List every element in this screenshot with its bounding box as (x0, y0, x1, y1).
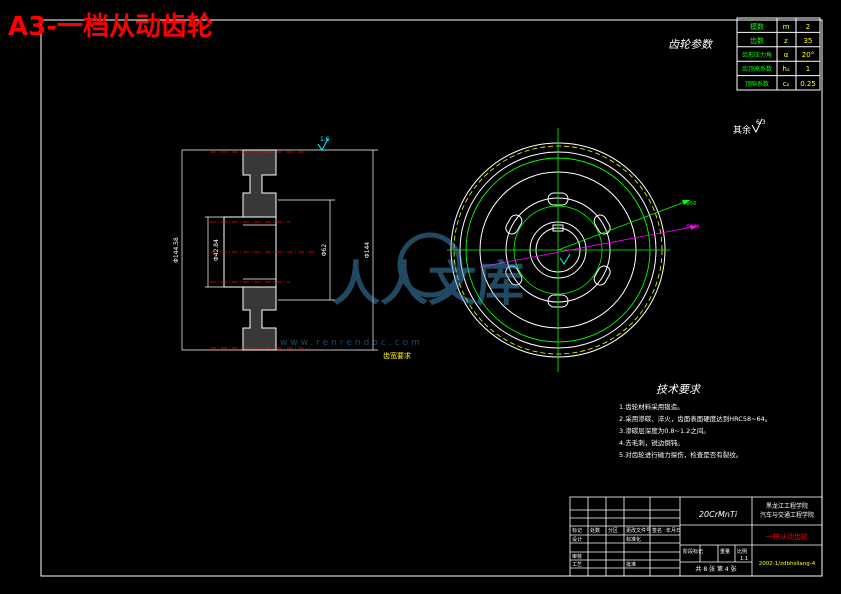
label-check: 审核 (572, 553, 582, 560)
label-process: 工艺 (572, 562, 582, 568)
tech-item: 1.齿轮材料采用锻造。 (619, 402, 684, 411)
param-val: 35 (804, 37, 813, 45)
param-name: 模数 (750, 22, 764, 31)
section-label: 齿宽要求 (383, 351, 411, 360)
param-val: 2 (806, 23, 810, 31)
drawing-frame (40, 19, 823, 577)
tech-item: 5.对齿轮进行磁力探伤，检查是否有裂纹。 (619, 450, 742, 459)
param-sym: hₐ (782, 65, 789, 73)
tech-title: 技术要求 (656, 383, 702, 396)
param-sym: cₐ (783, 80, 790, 88)
label-stage: 阶段标记 (683, 548, 703, 555)
row-label-sign: 签名 (652, 527, 662, 534)
dim-left-outer: Φ144.58 (173, 237, 180, 263)
dim-outer: Φ144 (364, 242, 371, 258)
param-name: 顶隙系数 (745, 80, 769, 88)
watermark-logo: 人人文库 www.renrendoc.com (280, 232, 524, 348)
param-table: 模数 m 2 齿数 z 35 齿形压力角 α 20° 齿顶高系数 hₐ 1 顶隙… (736, 17, 821, 91)
row-label-zone: 分区 (608, 527, 618, 534)
drawing-no: 2002-1/zdbhsliang-4 (759, 561, 816, 567)
scale-value: 1:1 (740, 556, 748, 562)
param-sym: z (784, 37, 788, 45)
param-name: 齿数 (750, 36, 764, 45)
school-line2: 汽车与交通工程学院 (760, 511, 814, 519)
label-design: 设计 (572, 536, 582, 543)
section-view (181, 149, 378, 351)
param-sym: m (783, 23, 790, 31)
surface-note: 其余 (733, 124, 751, 136)
material: 20CrMnTi (699, 510, 738, 519)
watermark-url: www.renrendoc.com (280, 338, 423, 348)
sheet-info: 共 8 张 第 4 张 (695, 565, 736, 573)
dim-hub: Φ62 (321, 244, 328, 257)
label-scale: 比例 (737, 548, 747, 555)
param-name: 齿形压力角 (742, 51, 772, 59)
tech-item: 4.去毛刺，锐边倒钝。 (619, 438, 684, 447)
params-title: 齿轮参数 (668, 38, 714, 51)
page-title: A3-一档从动齿轮 (8, 12, 214, 42)
tech-item: 3.渗碳层深度为0.8~1.2之间。 (619, 426, 710, 435)
roughness-value: 1.6 (320, 136, 330, 143)
school-line1: 黑龙江工程学院 (766, 502, 808, 510)
param-val: 20° (802, 51, 814, 59)
row-label-mark: 标记 (572, 527, 582, 534)
param-val: 0.25 (800, 80, 816, 88)
watermark-text: 人人文库 (332, 256, 524, 312)
dim-a: Φ56 (686, 201, 696, 207)
part-name: 一档从动齿轮 (766, 532, 808, 541)
title-block (569, 496, 823, 577)
tech-item: 2.采用渗碳、淬火，齿面表面硬度达到HRC58~64。 (619, 414, 771, 423)
param-val: 1 (806, 65, 810, 73)
label-approve: 批准 (626, 561, 636, 568)
label-weight: 重量 (720, 548, 730, 555)
param-sym: α (784, 51, 789, 59)
roughness-symbol-icon (317, 138, 329, 151)
row-label-count: 处数 (590, 527, 600, 534)
dim-b: Φ140 (686, 224, 699, 230)
roughness-symbol-icon (751, 118, 763, 134)
dim-left-inner: Φ42.84 (213, 239, 220, 261)
label-standard: 标准化 (626, 536, 641, 543)
front-view (447, 128, 699, 372)
row-label-date: 年月日 (666, 527, 681, 534)
row-label-file: 更改文件号 (626, 527, 651, 534)
surface-value: 6.3 (756, 119, 766, 126)
param-name: 齿顶高系数 (742, 65, 772, 73)
